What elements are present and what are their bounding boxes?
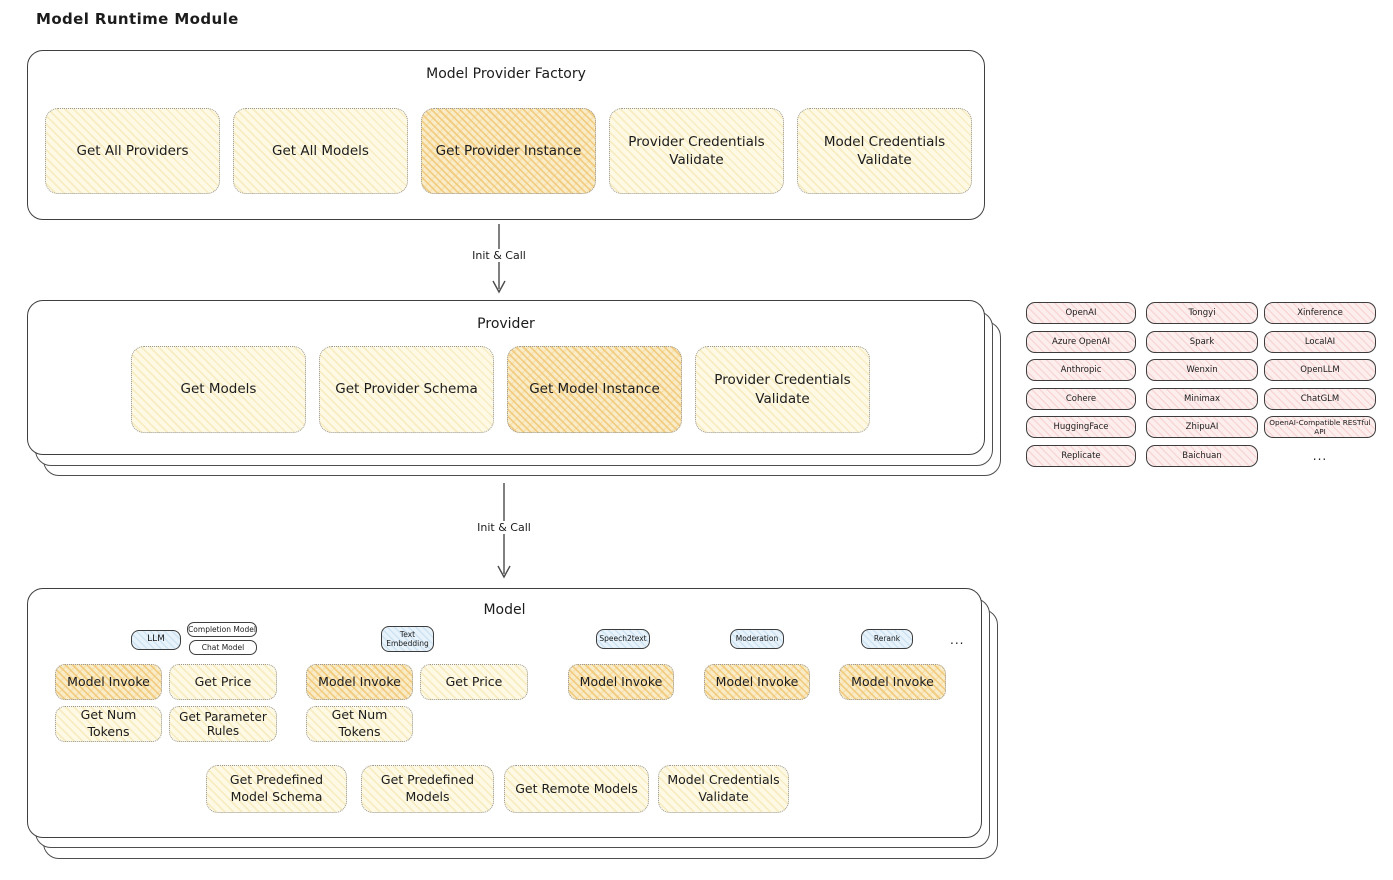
tab-text-embedding: Text Embedding — [381, 626, 434, 652]
node-get-model-instance: Get Model Instance — [507, 346, 682, 433]
node-model-invoke-speech2text: Model Invoke — [568, 664, 674, 700]
provider-chip-openllm: OpenLLM — [1264, 359, 1376, 381]
node-model-credentials-validate-factory: Model Credentials Validate — [797, 108, 972, 194]
node-model-credentials-validate: Model Credentials Validate — [658, 765, 789, 813]
provider-chip-xinference: Xinference — [1264, 302, 1376, 324]
node-get-predefined-models: Get Predefined Models — [361, 765, 494, 813]
tab-rerank: Rerank — [861, 629, 913, 649]
node-get-num-tokens-text-embedding: Get Num Tokens — [306, 706, 413, 742]
node-get-price-llm: Get Price — [169, 664, 277, 700]
provider-grid-col-3: Xinference LocalAI OpenLLM ChatGLM OpenA… — [1264, 302, 1376, 467]
model-tabs-ellipsis: ... — [950, 633, 965, 647]
node-get-parameter-rules: Get Parameter Rules — [169, 706, 277, 742]
tab-speech2text: Speech2text — [596, 629, 650, 649]
provider-title: Provider — [477, 316, 535, 332]
provider-chip-chatglm: ChatGLM — [1264, 387, 1376, 410]
provider-chip-baichuan: Baichuan — [1146, 444, 1258, 467]
arrow-label-init-call-1: Init & Call — [459, 249, 539, 262]
provider-chip-tongyi: Tongyi — [1146, 302, 1258, 324]
model-title: Model — [483, 602, 526, 618]
provider-chip-huggingface: HuggingFace — [1026, 416, 1136, 438]
provider-chip-replicate: Replicate — [1026, 444, 1136, 467]
model-section: Model LLM Completion Model Chat Model Te… — [27, 588, 982, 838]
provider-chip-cohere: Cohere — [1026, 387, 1136, 410]
node-get-price-text-embedding: Get Price — [420, 664, 528, 700]
node-get-num-tokens-llm: Get Num Tokens — [55, 706, 162, 742]
node-provider-credentials-validate: Provider Credentials Validate — [695, 346, 870, 433]
factory-buttons-row: Get All Providers Get All Models Get Pro… — [45, 108, 972, 194]
node-get-all-providers: Get All Providers — [45, 108, 220, 194]
node-get-remote-models: Get Remote Models — [504, 765, 649, 813]
node-get-provider-instance: Get Provider Instance — [421, 108, 596, 194]
provider-section: Provider Get Models Get Provider Schema … — [27, 300, 985, 455]
provider-chip-openai: OpenAI — [1026, 302, 1136, 324]
node-model-invoke-llm: Model Invoke — [55, 664, 162, 700]
provider-chip-openai-compatible: OpenAI-Compatible RESTful API — [1264, 416, 1376, 438]
provider-grid-col-2: Tongyi Spark Wenxin Minimax ZhipuAI Baic… — [1146, 302, 1258, 467]
node-get-provider-schema: Get Provider Schema — [319, 346, 494, 433]
node-get-models: Get Models — [131, 346, 306, 433]
provider-buttons-row: Get Models Get Provider Schema Get Model… — [131, 346, 870, 433]
tab-moderation: Moderation — [730, 629, 784, 649]
provider-chip-anthropic: Anthropic — [1026, 359, 1136, 381]
provider-chip-minimax: Minimax — [1146, 387, 1258, 410]
tab-chat-model: Chat Model — [189, 640, 257, 655]
provider-chip-spark: Spark — [1146, 330, 1258, 353]
node-model-invoke-text-embedding: Model Invoke — [306, 664, 413, 700]
node-model-invoke-moderation: Model Invoke — [704, 664, 810, 700]
factory-section: Model Provider Factory Get All Providers… — [27, 50, 985, 220]
factory-title: Model Provider Factory — [426, 66, 586, 82]
provider-grid-col-1: OpenAI Azure OpenAI Anthropic Cohere Hug… — [1026, 302, 1136, 467]
provider-chip-zhipuai: ZhipuAI — [1146, 416, 1258, 438]
tab-completion-model: Completion Model — [187, 622, 257, 637]
tab-llm: LLM — [131, 630, 181, 650]
provider-chip-wenxin: Wenxin — [1146, 359, 1258, 381]
provider-chip-localai: LocalAI — [1264, 330, 1376, 353]
provider-grid-ellipsis: ... — [1312, 448, 1328, 463]
page-title: Model Runtime Module — [36, 10, 239, 28]
node-get-predefined-model-schema: Get Predefined Model Schema — [206, 765, 347, 813]
provider-chip-azure-openai: Azure OpenAI — [1026, 330, 1136, 353]
node-model-invoke-rerank: Model Invoke — [839, 664, 946, 700]
arrow-label-init-call-2: Init & Call — [464, 521, 544, 534]
node-provider-credentials-validate-factory: Provider Credentials Validate — [609, 108, 784, 194]
node-get-all-models: Get All Models — [233, 108, 408, 194]
